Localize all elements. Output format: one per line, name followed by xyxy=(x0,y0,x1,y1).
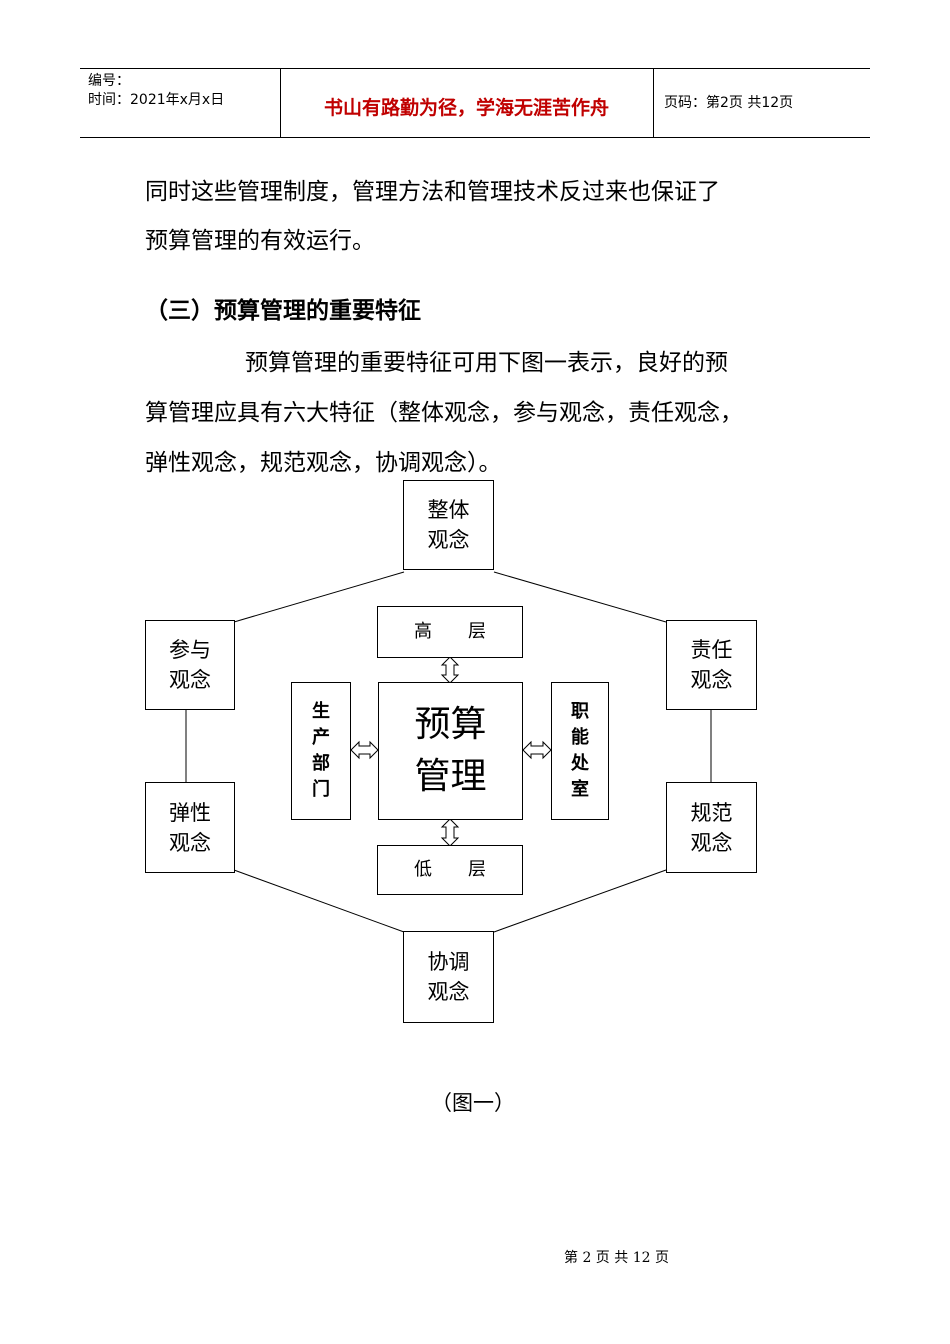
node-label: 室 xyxy=(571,779,589,800)
motto-text: 书山有路勤为径，学海无涯苦作舟 xyxy=(323,97,609,119)
node-label: 责任 xyxy=(690,638,733,662)
number-label: 编号： xyxy=(88,73,130,89)
node-label: 参与 xyxy=(169,638,211,662)
node-label: 处 xyxy=(571,753,589,774)
connector-line xyxy=(493,869,667,933)
double-arrow-icon xyxy=(440,818,460,847)
paragraph-line: 同时这些管理制度，管理方法和管理技术反过来也保证了 xyxy=(145,179,720,205)
connector-line xyxy=(233,869,405,933)
node-label: 预算 xyxy=(414,704,487,745)
node-responsibility-concept: 责任 观念 xyxy=(666,620,757,710)
node-label: 产 xyxy=(312,727,330,748)
node-label: 低 层 xyxy=(414,859,486,880)
double-arrow-icon xyxy=(522,740,552,760)
node-label: 门 xyxy=(312,779,330,800)
double-arrow-icon xyxy=(350,740,379,760)
node-production-dept: 生 产 部 门 xyxy=(291,682,351,820)
node-label: 观念 xyxy=(690,668,733,692)
double-arrow-icon xyxy=(440,656,460,684)
paragraph-line: 算管理应具有六大特征（整体观念，参与观念，责任观念， xyxy=(145,400,743,426)
time-label: 时间：2021年x月x日 xyxy=(88,92,225,108)
node-flexibility-concept: 弹性 观念 xyxy=(145,782,235,873)
node-label: 观念 xyxy=(169,830,211,855)
section-heading: （三）预算管理的重要特征 xyxy=(145,298,421,324)
node-low-level: 低 层 xyxy=(377,845,523,895)
node-functional-dept: 职 能 处 室 xyxy=(551,682,609,820)
node-label: 高 层 xyxy=(414,621,486,642)
node-standard-concept: 规范 观念 xyxy=(666,782,757,873)
page-footer: 第 2 页 共 12 页 xyxy=(564,1250,669,1266)
node-budget-management: 预算 管理 xyxy=(378,682,523,820)
node-high-level: 高 层 xyxy=(377,606,523,658)
paragraph-line: 预算管理的有效运行。 xyxy=(145,228,375,254)
node-label: 弹性 xyxy=(169,800,211,825)
paragraph-line: 预算管理的重要特征可用下图一表示，良好的预 xyxy=(245,350,728,376)
header-right-cell: 页码：第2页 共12页 xyxy=(654,69,870,137)
connector-line xyxy=(493,571,667,623)
node-label: 观念 xyxy=(427,980,470,1004)
node-label: 观念 xyxy=(169,668,211,692)
header-table: 编号： 时间：2021年x月x日 书山有路勤为径，学海无涯苦作舟 页码：第2页 … xyxy=(80,68,870,138)
node-label: 观念 xyxy=(690,830,733,855)
node-label: 管理 xyxy=(414,756,487,797)
header-left-cell: 编号： 时间：2021年x月x日 xyxy=(80,69,281,137)
header-middle-cell: 书山有路勤为径，学海无涯苦作舟 xyxy=(280,69,654,137)
node-label: 能 xyxy=(571,727,589,748)
node-label: 整体 xyxy=(427,498,470,522)
node-label: 观念 xyxy=(427,528,470,552)
node-holistic-concept: 整体 观念 xyxy=(403,480,494,570)
node-label: 规范 xyxy=(690,800,733,825)
node-label: 协调 xyxy=(427,950,470,974)
node-label: 职 xyxy=(571,701,589,722)
paragraph-line: 弹性观念，规范观念，协调观念）。 xyxy=(145,450,502,476)
page-info: 页码：第2页 共12页 xyxy=(664,95,794,111)
connector-line xyxy=(233,571,405,623)
node-label: 生 xyxy=(312,701,330,722)
node-participation-concept: 参与 观念 xyxy=(145,620,235,710)
node-label: 部 xyxy=(312,753,330,774)
node-coordination-concept: 协调 观念 xyxy=(403,931,494,1023)
figure-caption: （图一） xyxy=(431,1091,515,1115)
